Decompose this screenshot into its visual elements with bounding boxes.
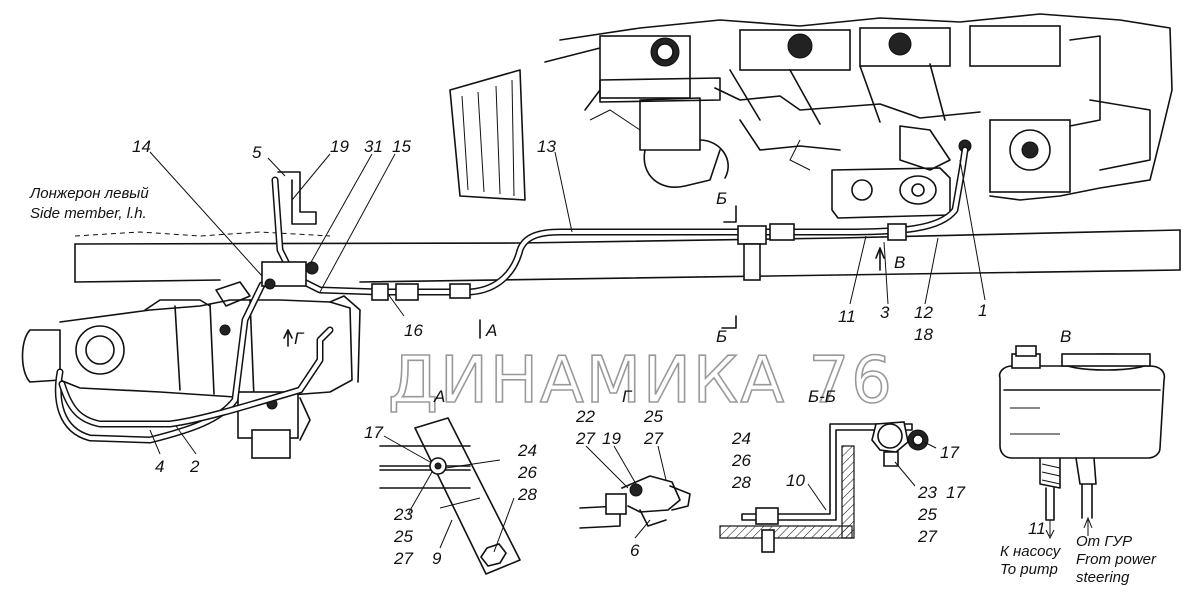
view-bb-label-23: 23	[917, 483, 937, 502]
callout-3: 3	[880, 303, 890, 322]
view-g: Г 22 27 19 25 27 6	[575, 387, 691, 560]
view-g-label-27b: 27	[643, 429, 663, 448]
view-g-label-19: 19	[602, 429, 621, 448]
view-bb: Б-Б 24 26 28 10 17 23 17 25 27	[719, 387, 965, 553]
view-bb-title: Б-Б	[808, 387, 836, 406]
view-a-label-25: 25	[393, 527, 413, 546]
view-v-label-11: 11	[1028, 519, 1046, 538]
to-pump-en: To pump	[1000, 561, 1058, 578]
line-fittings	[215, 171, 907, 307]
callout-5: 5	[252, 143, 262, 162]
callout-14: 14	[132, 137, 151, 156]
view-bb-label-27: 27	[917, 527, 937, 546]
side-member-label-ru: Лонжерон левый	[29, 185, 149, 202]
view-a-label-27: 27	[393, 549, 413, 568]
view-bb-label-17b: 17	[946, 483, 965, 502]
view-bb-label-24: 24	[731, 429, 751, 448]
view-bb-label-25: 25	[917, 505, 937, 524]
callout-13: 13	[537, 137, 556, 156]
callout-11: 11	[838, 307, 856, 326]
view-g-label-25: 25	[643, 407, 663, 426]
section-arrows	[283, 205, 885, 347]
pressure-hose	[54, 266, 294, 444]
callout-16: 16	[404, 321, 423, 340]
side-member	[74, 229, 1181, 283]
view-bb-label-28: 28	[731, 473, 751, 492]
callout-4: 4	[155, 457, 164, 476]
section-mark-b-bottom: Б	[716, 327, 727, 346]
view-a-label-24: 24	[517, 441, 537, 460]
engine-block	[544, 13, 1173, 201]
view-a-label-17: 17	[364, 423, 383, 442]
side-member-label-en: Side member, l.h.	[30, 205, 147, 222]
from-gur-ru: От ГУР	[1076, 533, 1132, 550]
view-a-label-28: 28	[517, 485, 537, 504]
view-g-title: Г	[622, 387, 633, 406]
view-g-label-22: 22	[575, 407, 595, 426]
watermark: ДИНАМИКА 76	[388, 344, 894, 418]
view-bb-label-10: 10	[786, 471, 805, 490]
view-g-label-27: 27	[575, 429, 595, 448]
section-mark-g: Г	[294, 329, 305, 348]
air-intake	[449, 69, 729, 201]
view-a-label-23: 23	[393, 505, 413, 524]
view-g-label-6: 6	[630, 541, 640, 560]
return-hose	[58, 326, 334, 428]
view-bb-label-17a: 17	[940, 443, 959, 462]
callout-2: 2	[189, 457, 200, 476]
callout-31: 31	[364, 137, 383, 156]
leader-lines	[149, 151, 986, 455]
callout-12: 12	[914, 303, 933, 322]
view-v: В 11 К насосу To pump От ГУР From power …	[998, 327, 1166, 586]
from-gur-en-2: steering	[1076, 569, 1130, 586]
callout-19: 19	[330, 137, 349, 156]
callout-1: 1	[978, 301, 987, 320]
from-gur-en-1: From power	[1076, 551, 1157, 568]
section-mark-v: В	[894, 253, 905, 272]
to-pump-ru: К насосу	[1000, 543, 1062, 560]
section-mark-a: А	[485, 321, 497, 340]
callout-15: 15	[392, 137, 411, 156]
main-line	[271, 146, 969, 296]
view-a-label-9: 9	[432, 549, 442, 568]
view-v-title: В	[1060, 327, 1071, 346]
callout-18: 18	[914, 325, 933, 344]
view-a-title: А	[433, 387, 445, 406]
section-mark-b-top: Б	[716, 189, 727, 208]
view-a: А 17 23 25 27 9 24 26 28	[364, 387, 537, 575]
view-bb-label-26: 26	[731, 451, 751, 470]
view-a-label-26: 26	[517, 463, 537, 482]
engine-bracket	[831, 167, 951, 219]
